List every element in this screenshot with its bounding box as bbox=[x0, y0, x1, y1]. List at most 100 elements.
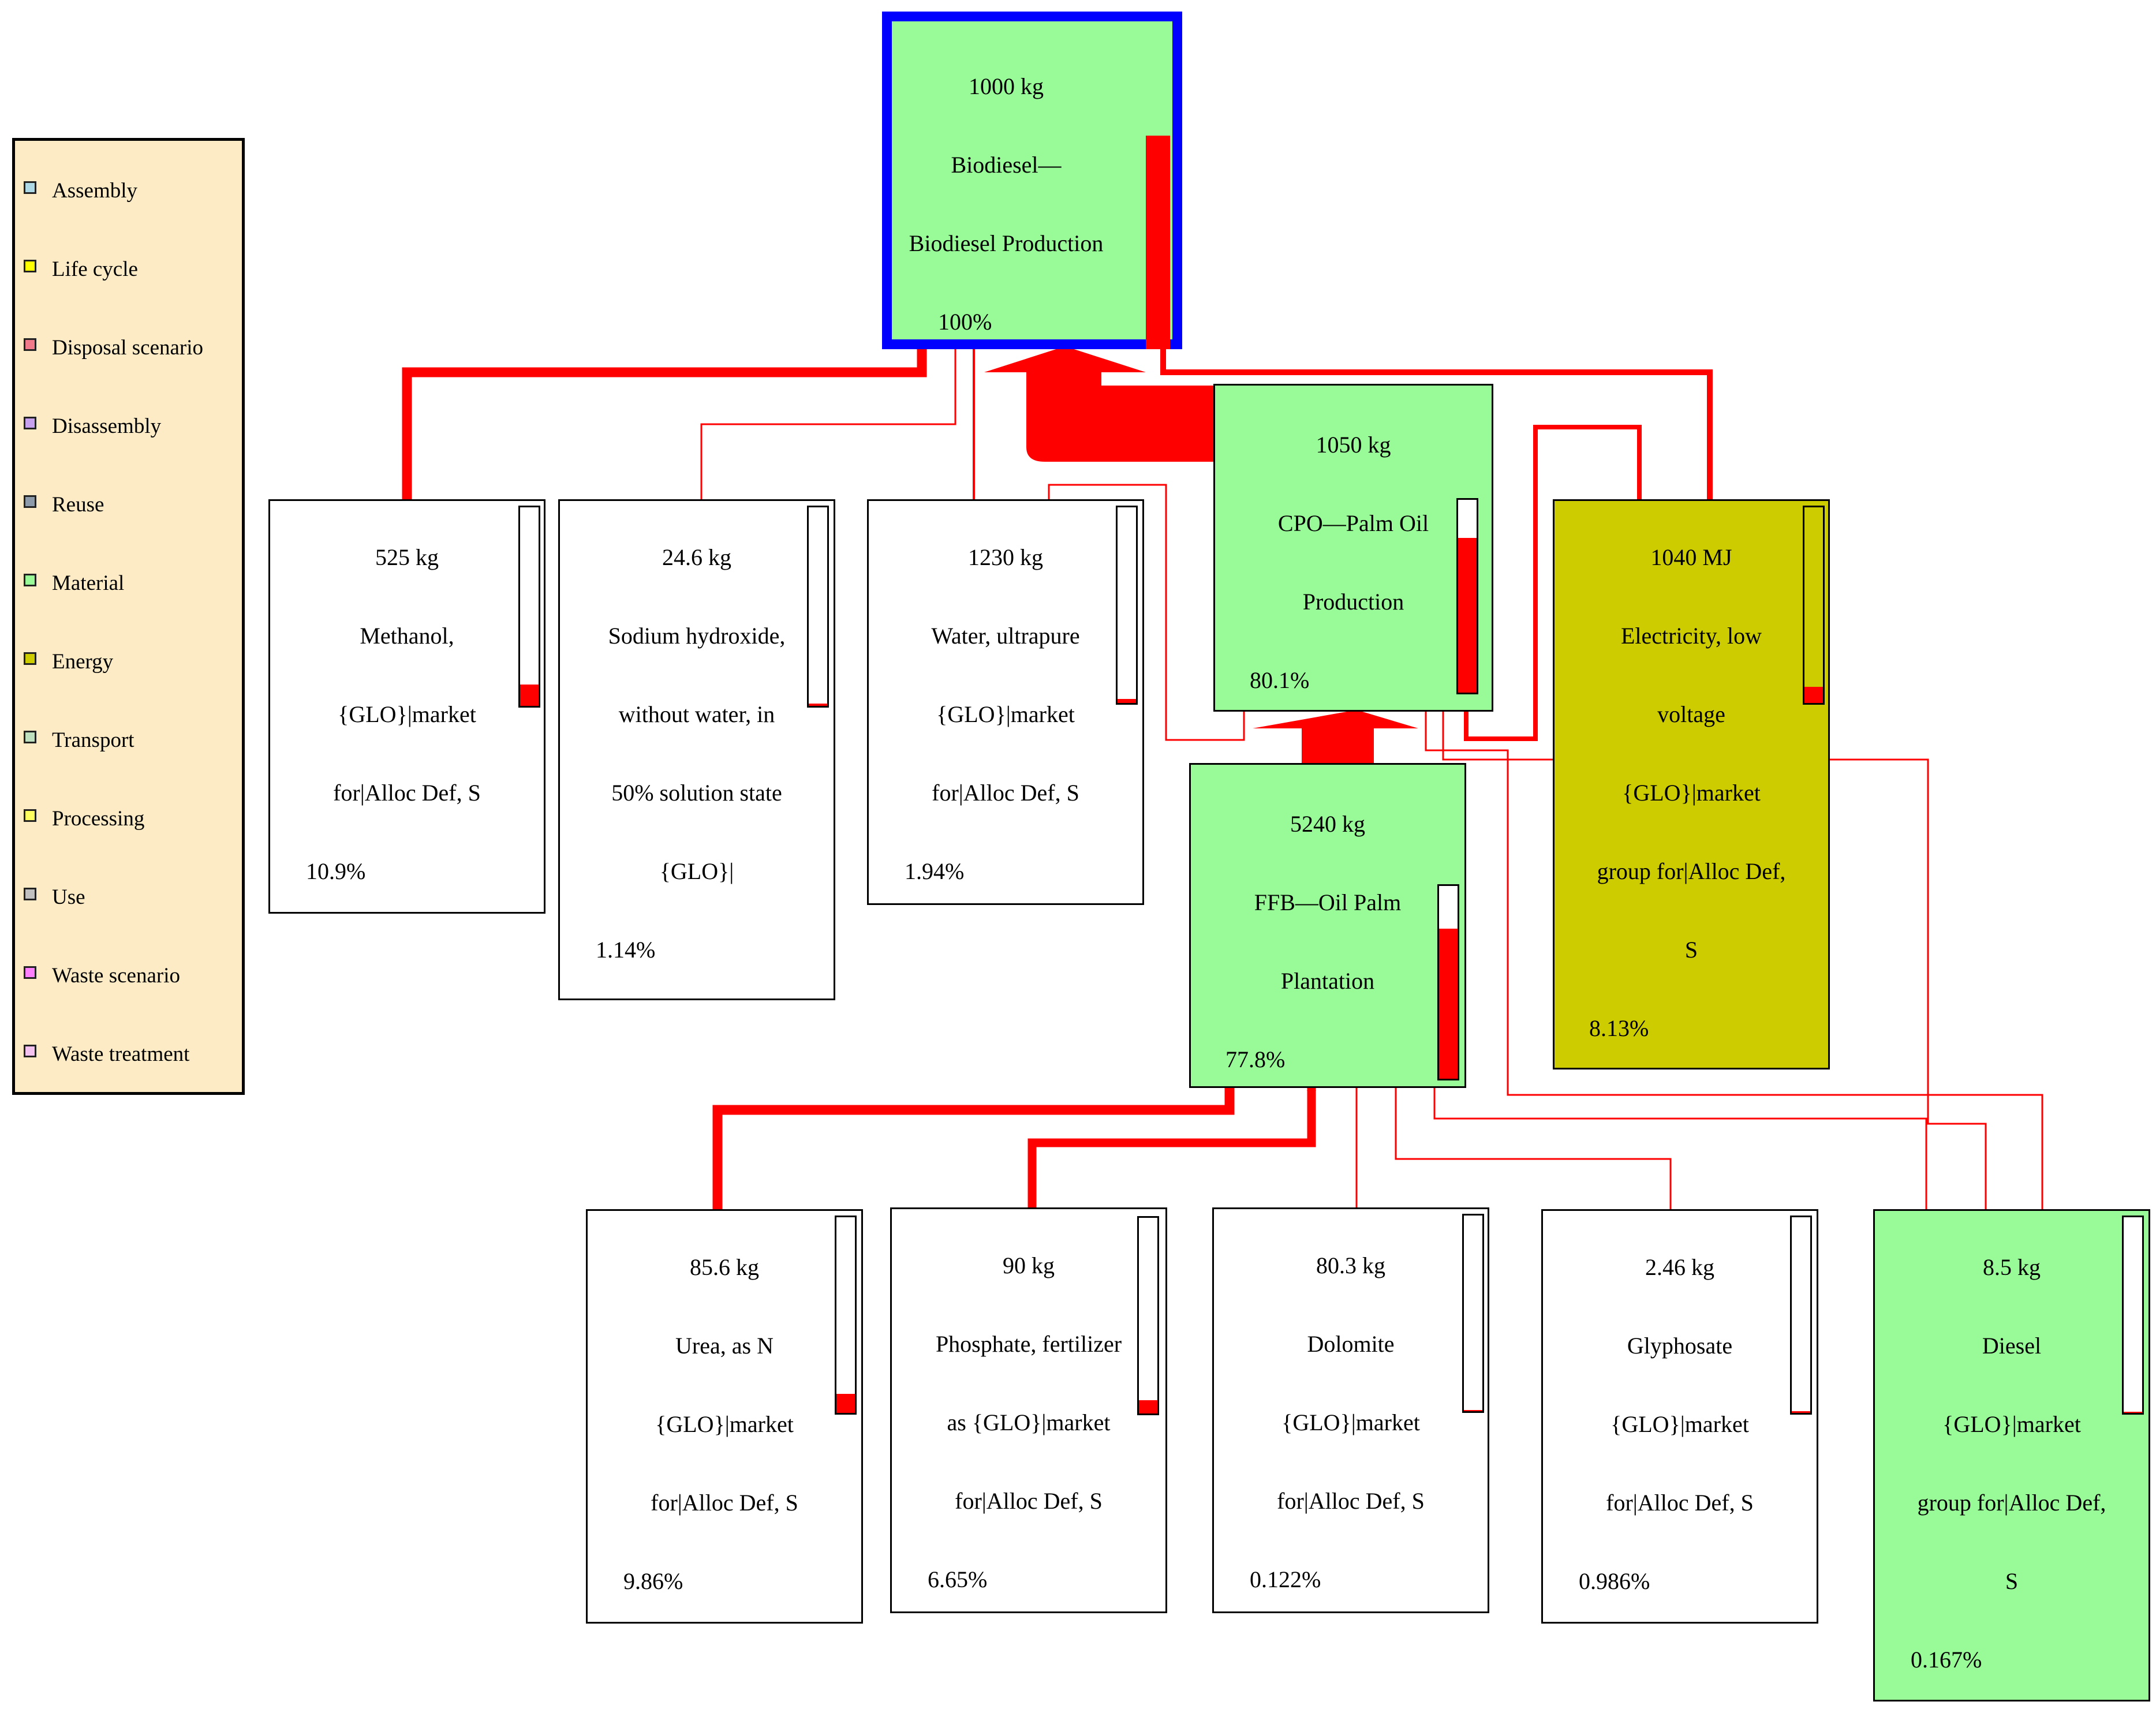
node-name-line: S bbox=[1684, 937, 1698, 963]
legend-label: Disassembly bbox=[52, 414, 162, 438]
node-water-ultrapure[interactable]: 1230 kg Water, ultrapure {GLO}|market fo… bbox=[867, 499, 1144, 905]
impact-bar bbox=[1803, 506, 1825, 705]
node-name-line: {GLO}|market bbox=[936, 701, 1075, 727]
legend-label: Disposal scenario bbox=[52, 336, 204, 360]
node-percentage: 80.1% bbox=[1250, 667, 1310, 693]
node-electricity-low-voltage[interactable]: 1040 MJ Electricity, low voltage {GLO}|m… bbox=[1553, 499, 1830, 1069]
node-percentage: 6.65% bbox=[928, 1566, 988, 1592]
node-urea[interactable]: 85.6 kg Urea, as N {GLO}|market for|Allo… bbox=[586, 1209, 863, 1624]
node-amount: 5240 kg bbox=[1290, 811, 1365, 837]
impact-bar bbox=[1456, 498, 1478, 694]
impact-bar bbox=[835, 1216, 857, 1415]
node-methanol[interactable]: 525 kg Methanol, {GLO}|market for|Alloc … bbox=[268, 499, 545, 914]
node-name-line: voltage bbox=[1657, 701, 1725, 727]
impact-bar-fill bbox=[1146, 136, 1170, 349]
legend-swatch bbox=[24, 888, 36, 900]
flow-electricity-to-biodiesel bbox=[1160, 343, 1713, 499]
impact-bar bbox=[1116, 506, 1138, 705]
node-name-line: Urea, as N bbox=[675, 1333, 774, 1359]
node-name-line: Methanol, bbox=[360, 623, 454, 649]
legend-swatch bbox=[24, 731, 36, 743]
node-name-line: Glyphosate bbox=[1627, 1333, 1733, 1359]
node-name-line: S bbox=[2005, 1568, 2019, 1594]
node-biodiesel-production[interactable]: 1000 kg Biodiesel— Biodiesel Production … bbox=[882, 12, 1182, 349]
node-name-line: Plantation bbox=[1280, 968, 1375, 994]
impact-bar bbox=[1437, 884, 1459, 1080]
legend-swatch bbox=[24, 652, 36, 665]
flow-glyphosate-to-ffb bbox=[1395, 1088, 1672, 1209]
flow-diesel-to-cpo bbox=[1442, 710, 1987, 1209]
impact-bar bbox=[807, 506, 829, 708]
impact-bar-fill bbox=[836, 1393, 855, 1413]
impact-bar bbox=[518, 506, 540, 708]
flow-phosphate-to-ffb bbox=[1027, 1085, 1316, 1209]
impact-bar-fill bbox=[1464, 1409, 1482, 1411]
node-name-line: for|Alloc Def, S bbox=[333, 780, 481, 806]
node-name-line: {GLO}|market bbox=[1611, 1411, 1749, 1437]
impact-bar-fill bbox=[1139, 1400, 1157, 1413]
node-name-line: {GLO}|market bbox=[1942, 1411, 2081, 1437]
legend-label: Life cycle bbox=[52, 257, 138, 281]
legend-label: Waste treatment bbox=[52, 1042, 190, 1066]
legend-swatch bbox=[24, 181, 36, 194]
legend-label: Transport bbox=[52, 728, 134, 752]
node-glyphosate[interactable]: 2.46 kg Glyphosate {GLO}|market for|Allo… bbox=[1541, 1209, 1818, 1624]
node-name-line: Sodium hydroxide, bbox=[608, 623, 786, 649]
node-name-line: 50% solution state bbox=[611, 780, 782, 806]
node-ffb-oil-palm-plantation[interactable]: 5240 kg FFB—Oil Palm Plantation 77.8% bbox=[1189, 763, 1466, 1088]
node-sodium-hydroxide[interactable]: 24.6 kg Sodium hydroxide, without water,… bbox=[558, 499, 835, 1000]
flow-sodium-hydroxide-to-biodiesel bbox=[700, 343, 956, 499]
impact-bar bbox=[2122, 1216, 2144, 1415]
node-amount: 85.6 kg bbox=[690, 1254, 759, 1280]
node-percentage: 8.13% bbox=[1589, 1015, 1649, 1041]
flow-water-to-cpo bbox=[1048, 484, 1245, 741]
node-diesel[interactable]: 8.5 kg Diesel {GLO}|market group for|All… bbox=[1873, 1209, 2150, 1701]
node-name-line: Electricity, low bbox=[1621, 623, 1762, 649]
node-name-line: Production bbox=[1302, 589, 1404, 615]
impact-bar-fill bbox=[1118, 699, 1136, 703]
node-name-line: Diesel bbox=[1982, 1333, 2042, 1359]
node-name-line: {GLO}|market bbox=[1622, 780, 1761, 806]
node-name-line: group for|Alloc Def, bbox=[1917, 1490, 2106, 1516]
node-name-line: FFB—Oil Palm bbox=[1254, 889, 1402, 915]
node-percentage: 77.8% bbox=[1225, 1046, 1286, 1072]
impact-bar-fill bbox=[2124, 1411, 2142, 1413]
flow-diesel-to-ffb-2 bbox=[1433, 1088, 1927, 1209]
flow-urea-to-ffb bbox=[712, 1085, 1235, 1209]
node-percentage: 100% bbox=[938, 309, 992, 335]
legend-label: Use bbox=[52, 885, 85, 909]
node-amount: 1000 kg bbox=[969, 73, 1044, 99]
legend-swatch bbox=[24, 260, 36, 272]
node-cpo-palm-oil-production[interactable]: 1050 kg CPO—Palm Oil Production 80.1% bbox=[1213, 384, 1493, 712]
node-amount: 1230 kg bbox=[968, 544, 1043, 570]
node-name-line: for|Alloc Def, S bbox=[1606, 1490, 1754, 1516]
legend-swatch bbox=[24, 809, 36, 822]
legend: Assembly Life cycle Disposal scenario Di… bbox=[12, 138, 245, 1095]
legend-swatch bbox=[24, 495, 36, 508]
impact-bar-fill bbox=[520, 684, 539, 706]
impact-bar bbox=[1790, 1216, 1812, 1415]
node-name-line: {GLO}|market bbox=[338, 701, 476, 727]
flow-methanol-to-biodiesel bbox=[402, 343, 927, 499]
node-dolomite[interactable]: 80.3 kg Dolomite {GLO}|market for|Alloc … bbox=[1212, 1207, 1489, 1613]
node-amount: 1040 MJ bbox=[1650, 544, 1732, 570]
impact-bar-fill bbox=[1458, 538, 1477, 693]
flow-ffb-to-cpo bbox=[1253, 710, 1418, 763]
node-amount: 2.46 kg bbox=[1645, 1254, 1714, 1280]
flow-cpo-to-biodiesel bbox=[984, 346, 1213, 462]
node-name-line: Biodiesel— bbox=[951, 152, 1062, 178]
node-name-line: Dolomite bbox=[1307, 1331, 1395, 1357]
legend-label: Energy bbox=[52, 650, 114, 674]
legend-label: Reuse bbox=[52, 493, 104, 517]
flow-diesel-to-ffb bbox=[1425, 710, 2043, 1209]
node-name-line: CPO—Palm Oil bbox=[1277, 510, 1429, 536]
node-percentage: 10.9% bbox=[306, 858, 366, 884]
node-name-line: Biodiesel Production bbox=[909, 230, 1104, 256]
node-percentage: 1.14% bbox=[596, 937, 656, 963]
node-amount: 525 kg bbox=[375, 544, 439, 570]
legend-swatch bbox=[24, 1045, 36, 1057]
legend-swatch bbox=[24, 966, 36, 979]
node-name-line: for|Alloc Def, S bbox=[651, 1490, 798, 1516]
node-phosphate-fertilizer[interactable]: 90 kg Phosphate, fertilizer as {GLO}|mar… bbox=[890, 1207, 1167, 1613]
